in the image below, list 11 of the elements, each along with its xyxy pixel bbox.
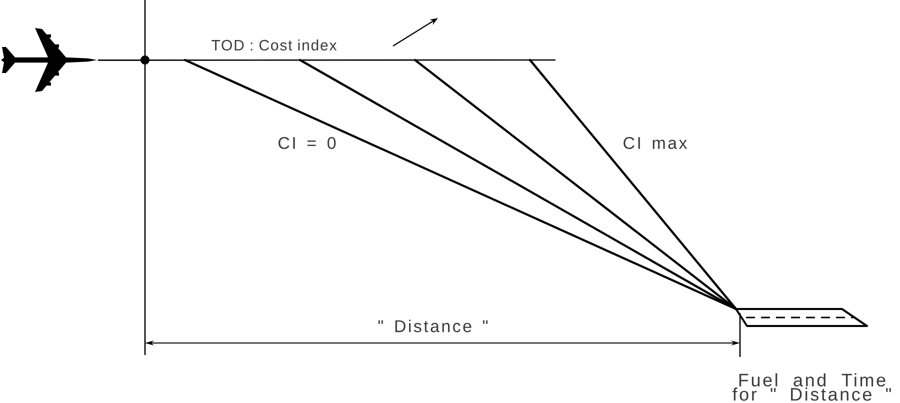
- note-text: Fuel and Time for " Distance ": [732, 373, 891, 401]
- cruise-line: [98, 59, 556, 61]
- edge-label: CI max: [624, 136, 688, 150]
- descent-line: [298, 58, 738, 310]
- edge-label: CI = 0: [278, 136, 336, 150]
- runway-drawing: [735, 308, 868, 327]
- descent-line: [414, 58, 738, 310]
- descent-line: [528, 58, 738, 310]
- label-text: " Distance ": [378, 320, 488, 332]
- label-text: TOD : Cost index: [212, 39, 337, 50]
- airplane-drawing: [1, 28, 97, 92]
